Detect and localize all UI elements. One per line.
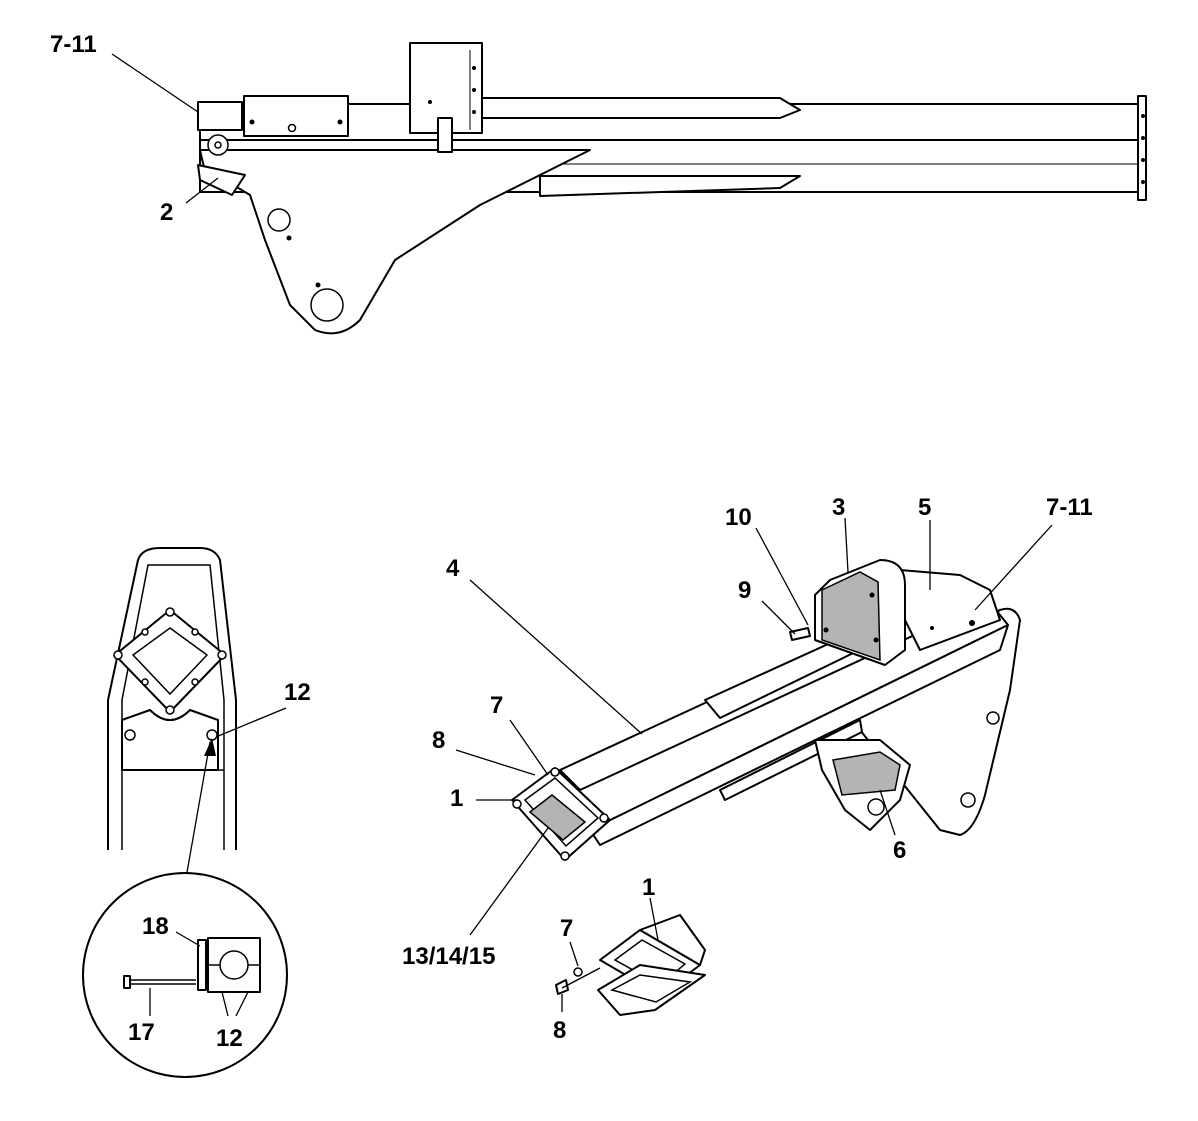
callout-exploded-1: 1 [642, 874, 655, 901]
callout-side-2: 2 [160, 199, 173, 226]
end-view-leaders [215, 707, 287, 738]
callout-side-7-11: 7-11 [50, 31, 97, 58]
callout-iso-9: 9 [738, 577, 751, 604]
detail-view [82, 872, 288, 1078]
exploded-view [555, 897, 706, 1016]
callout-iso-4: 4 [446, 555, 460, 582]
callout-detail-18: 18 [142, 913, 169, 940]
callout-labels: 7-11 2 12 18 17 12 10 9 3 5 7-11 4 7 8 1… [50, 31, 1093, 1052]
isometric-view [511, 559, 1021, 861]
callout-exploded-7: 7 [560, 915, 573, 942]
callout-detail-12: 12 [216, 1025, 243, 1052]
callout-iso-7-11: 7-11 [1046, 494, 1093, 521]
callout-exploded-8: 8 [553, 1017, 566, 1044]
isometric-leaders [455, 517, 1053, 936]
callout-iso-5: 5 [918, 494, 931, 521]
callout-iso-6: 6 [893, 837, 906, 864]
callout-end-12: 12 [284, 679, 311, 706]
callout-iso-13-14-15: 13/14/15 [402, 943, 495, 970]
callout-iso-3: 3 [832, 494, 845, 521]
end-view [107, 547, 237, 879]
callout-iso-7: 7 [490, 692, 503, 719]
callout-detail-17: 17 [128, 1019, 155, 1046]
callout-iso-1: 1 [450, 785, 463, 812]
side-view-leaders [111, 53, 219, 204]
side-view [197, 42, 1147, 335]
callout-iso-10: 10 [725, 504, 752, 531]
callout-iso-8: 8 [432, 727, 445, 754]
